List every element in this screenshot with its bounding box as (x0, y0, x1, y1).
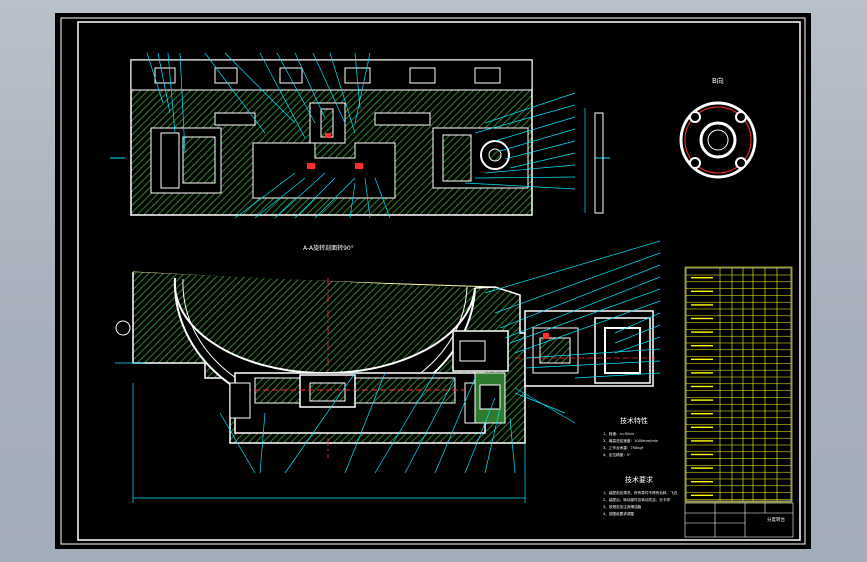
table-cell-mark (691, 372, 713, 374)
tech-req-line-1: 1、装配前应清洗，所有零件不得有毛刺、飞边 (603, 490, 678, 495)
table-cell-mark (691, 494, 713, 496)
table-cell-mark (691, 277, 713, 279)
tech-req-title: 技术要求 (625, 475, 653, 484)
top-view (110, 59, 610, 216)
table-cell-mark (691, 345, 713, 347)
table-cell-mark (691, 440, 713, 442)
table-cell-mark (691, 385, 713, 388)
table-cell-mark (691, 467, 713, 469)
tech-spec-line-2: 2、最高进给速度：1000mm/min (603, 438, 658, 443)
leaders-bottom (115, 240, 661, 503)
tech-spec-line-4: 4、定位精度：5" (603, 452, 631, 457)
table-cell-mark (691, 358, 713, 360)
table-cell-mark (691, 426, 713, 428)
outer-frame (60, 17, 806, 545)
title-block (684, 502, 794, 538)
drawing-sheet: B向 A-A旋转剖面转90° (55, 13, 811, 549)
cad-drawing: B向 A-A旋转剖面转90° (60, 17, 806, 545)
tech-req-line-2: 2、装配后，转动部件应转动灵活，无卡滞 (603, 497, 670, 502)
parts-list-table (684, 266, 793, 503)
main-section-view (115, 271, 655, 458)
tech-req-line-4: 4、按图纸要求调整 (603, 511, 634, 516)
table-cell-mark (691, 317, 713, 320)
tech-specs-title: 技术特性 (620, 416, 648, 425)
leaders-top (146, 52, 586, 219)
inner-frame (77, 21, 801, 541)
b-view-flange (679, 101, 757, 179)
table-cell-mark (691, 304, 713, 306)
table-cell-mark (691, 413, 713, 415)
table-cell-mark (691, 290, 713, 292)
table-cell-mark (691, 331, 713, 333)
table-cell-mark (691, 453, 713, 456)
parts-list-rows (686, 274, 791, 500)
title-block-name: 分度转台 (767, 516, 785, 523)
tech-spec-line-3: 3、工作台承重：750kgf (603, 445, 644, 450)
tech-req-line-3: 3、按规定加注润滑油脂 (603, 504, 642, 509)
section-title: A-A旋转剖面转90° (303, 244, 354, 252)
table-cell-mark (691, 399, 713, 401)
tech-spec-line-1: 1、转速：n=50r/s (603, 431, 634, 436)
b-view-label: B向 (712, 76, 724, 85)
table-cell-mark (691, 481, 713, 483)
